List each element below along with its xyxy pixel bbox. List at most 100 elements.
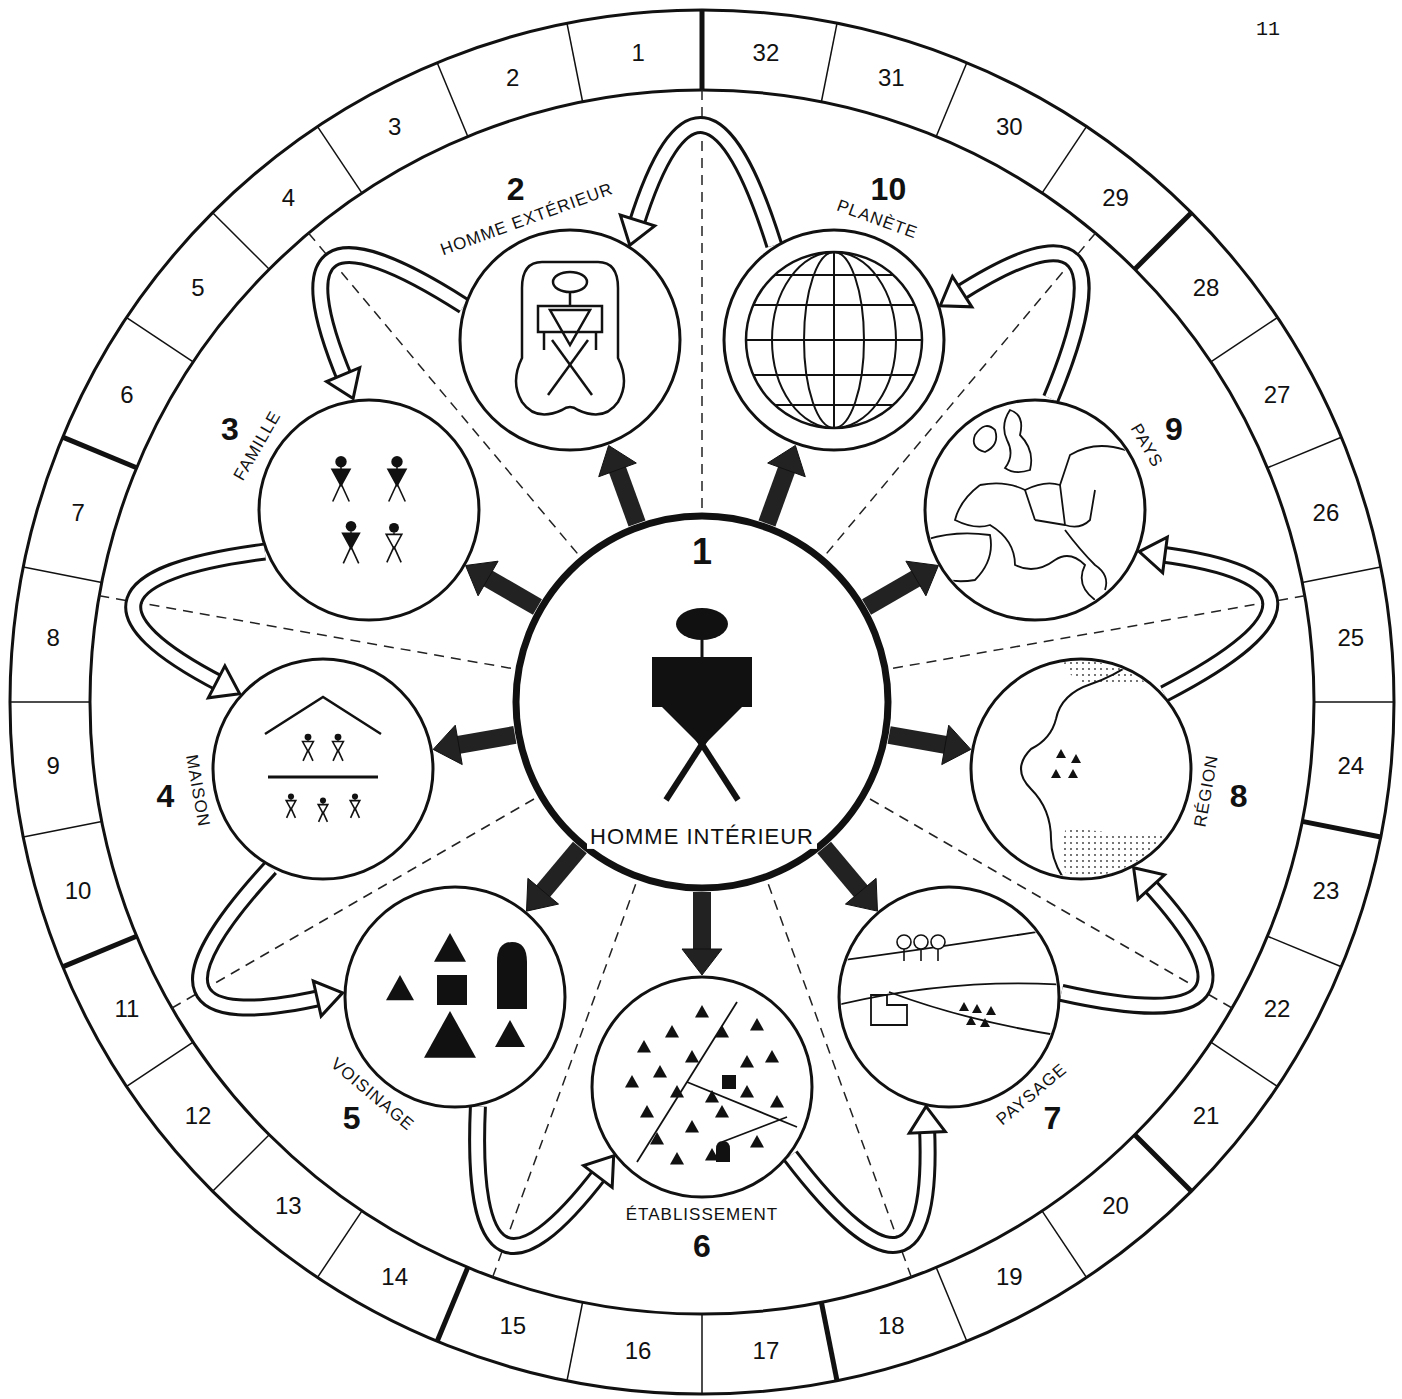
line-shape <box>323 812 327 822</box>
g-shape <box>925 410 1155 600</box>
circle-shape <box>352 793 358 799</box>
line-shape <box>548 340 588 395</box>
circle-outline <box>257 398 481 622</box>
ring-number: 21 <box>1190 1102 1223 1128</box>
circle-shape <box>304 733 311 740</box>
g-shape <box>961 649 1201 889</box>
line-shape <box>936 63 967 137</box>
line-shape <box>291 808 295 818</box>
circle-number: 6 <box>690 1229 714 1264</box>
polygon-shape <box>550 310 590 345</box>
line-shape <box>437 1267 468 1341</box>
path-shape <box>1062 829 1201 889</box>
circle-shape <box>90 90 1314 1314</box>
line-shape <box>350 808 354 818</box>
circle-shape <box>335 456 346 467</box>
sphere-circle: 2HOMME EXTÉRIEUR <box>458 228 682 452</box>
circle-outline <box>590 975 814 1199</box>
line-shape <box>824 848 864 896</box>
circle-shape <box>334 733 341 740</box>
line-shape <box>63 936 137 967</box>
cycle-arrow <box>1061 868 1205 1006</box>
ring-number: 31 <box>875 65 908 91</box>
ring-number: 32 <box>750 40 783 66</box>
circle-label: MAISON <box>181 751 213 832</box>
ring-number: 13 <box>272 1193 305 1219</box>
polygon-shape <box>715 1105 729 1118</box>
line-shape <box>889 735 951 746</box>
g-shape <box>652 608 752 800</box>
rect-shape <box>437 975 467 1005</box>
line-shape <box>753 374 914 376</box>
polygon-shape <box>424 1011 476 1058</box>
polygon-shape <box>466 561 499 596</box>
path-shape <box>1159 554 1270 694</box>
line-shape <box>904 949 906 961</box>
line-shape <box>308 750 313 761</box>
g-shape <box>746 252 922 428</box>
circle-outline <box>458 228 682 452</box>
path-shape <box>1065 530 1106 590</box>
polygon-shape <box>653 1065 667 1078</box>
circle-number: 1 <box>689 532 715 572</box>
polygon-shape <box>1139 537 1167 573</box>
polyline-shape <box>265 697 381 734</box>
path-shape <box>636 125 774 245</box>
line-shape <box>938 949 940 961</box>
path-shape <box>497 942 527 1009</box>
polygon-shape <box>966 1016 976 1025</box>
line-shape <box>701 640 704 657</box>
line-shape <box>701 1314 703 1394</box>
line-shape <box>351 546 359 563</box>
line-shape <box>437 63 468 137</box>
line-shape <box>10 701 90 703</box>
line-shape <box>318 1211 362 1278</box>
path-shape <box>200 868 323 1008</box>
sphere-circle: 5VOISINAGE <box>343 885 567 1109</box>
path-shape <box>133 552 265 685</box>
line-shape <box>1135 213 1192 270</box>
circle-number: 10 <box>868 172 910 207</box>
line-shape <box>397 483 405 501</box>
line-shape <box>1211 1042 1278 1086</box>
g-shape <box>386 933 527 1058</box>
line-shape <box>893 596 1305 669</box>
circle-outline <box>211 657 435 881</box>
ring-number: 17 <box>750 1338 783 1364</box>
line-shape <box>615 464 637 523</box>
circle-outline <box>722 228 946 452</box>
circle-outline <box>969 657 1193 881</box>
circle-shape <box>10 10 1394 1394</box>
radial-arrow <box>599 445 637 523</box>
polygon-shape <box>332 469 350 486</box>
circle-shape <box>345 887 565 1107</box>
line-shape <box>318 812 322 822</box>
polygon-shape <box>527 878 559 911</box>
path-shape <box>477 1106 601 1246</box>
polygon-shape <box>625 1075 639 1088</box>
rect-shape <box>722 1075 736 1089</box>
circle-label: ÉTABLISSEMENT <box>623 1206 782 1225</box>
line-shape <box>355 808 359 818</box>
polygon-shape <box>940 277 972 307</box>
polygon-shape <box>386 975 414 1000</box>
ring-number: 6 <box>117 381 136 407</box>
ring-number: 1 <box>628 40 647 66</box>
ring-number: 25 <box>1335 625 1368 651</box>
path-shape <box>1061 883 1205 1006</box>
circle-outline <box>343 885 567 1109</box>
circle-shape <box>914 935 928 949</box>
line-shape <box>1211 318 1278 362</box>
polygon-shape <box>620 215 654 245</box>
ring-number: 4 <box>279 185 298 211</box>
line-shape <box>867 576 922 607</box>
circle-number: 2 <box>504 172 528 207</box>
path-shape <box>1005 410 1032 472</box>
line-shape <box>1302 821 1380 837</box>
circle-number: 7 <box>1040 1102 1064 1137</box>
circle-shape <box>516 516 888 888</box>
path-shape <box>320 255 463 380</box>
circle-shape <box>389 522 399 532</box>
radial-arrow <box>527 848 580 912</box>
